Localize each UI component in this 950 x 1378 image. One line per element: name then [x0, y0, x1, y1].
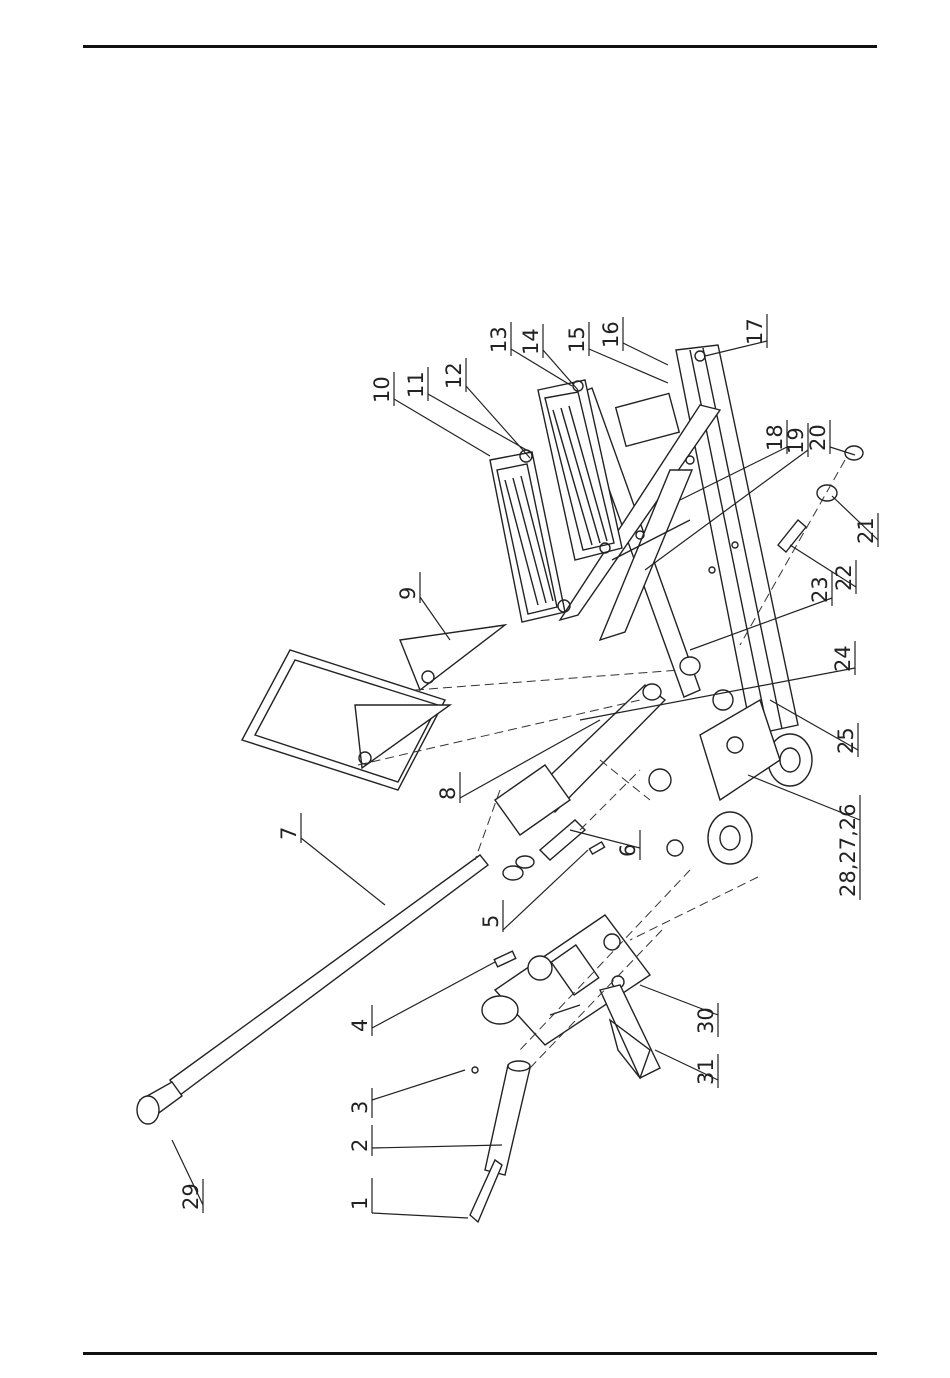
- part-label-10: 10: [370, 376, 394, 403]
- part-label-23: 23: [808, 576, 832, 603]
- operating-handle: [137, 855, 488, 1124]
- part-label-13: 13: [487, 326, 511, 353]
- release-handle: [470, 1061, 530, 1222]
- part-label-25: 25: [834, 727, 858, 754]
- part-label-28-27-26: 28,27,26: [836, 803, 860, 897]
- part-label-17: 17: [743, 318, 767, 345]
- part-label-22: 22: [832, 564, 856, 591]
- part-label-2: 2: [348, 1139, 372, 1152]
- part-label-30: 30: [694, 1007, 718, 1034]
- part-label-9: 9: [396, 587, 420, 600]
- part-label-15: 15: [565, 326, 589, 353]
- support-plate: [242, 625, 505, 790]
- small-hardware: [494, 446, 863, 967]
- part-label-14: 14: [519, 328, 543, 355]
- part-label-6: 6: [616, 844, 640, 857]
- part-label-16: 16: [599, 321, 623, 348]
- part-label-7: 7: [277, 827, 301, 840]
- part-label-12: 12: [442, 362, 466, 389]
- part-label-5: 5: [479, 915, 503, 928]
- handle-socket-beam: [495, 657, 700, 835]
- foot-pedal: [600, 985, 660, 1078]
- part-label-31: 31: [694, 1058, 718, 1085]
- part-label-4: 4: [348, 1019, 372, 1032]
- part-label-8: 8: [436, 787, 460, 800]
- part-label-1: 1: [348, 1197, 372, 1210]
- part-label-29: 29: [179, 1183, 203, 1210]
- part-label-20: 20: [806, 424, 830, 451]
- part-label-24: 24: [831, 645, 855, 672]
- part-label-11: 11: [404, 371, 428, 398]
- part-label-21: 21: [854, 517, 878, 544]
- part-label-3: 3: [348, 1101, 372, 1114]
